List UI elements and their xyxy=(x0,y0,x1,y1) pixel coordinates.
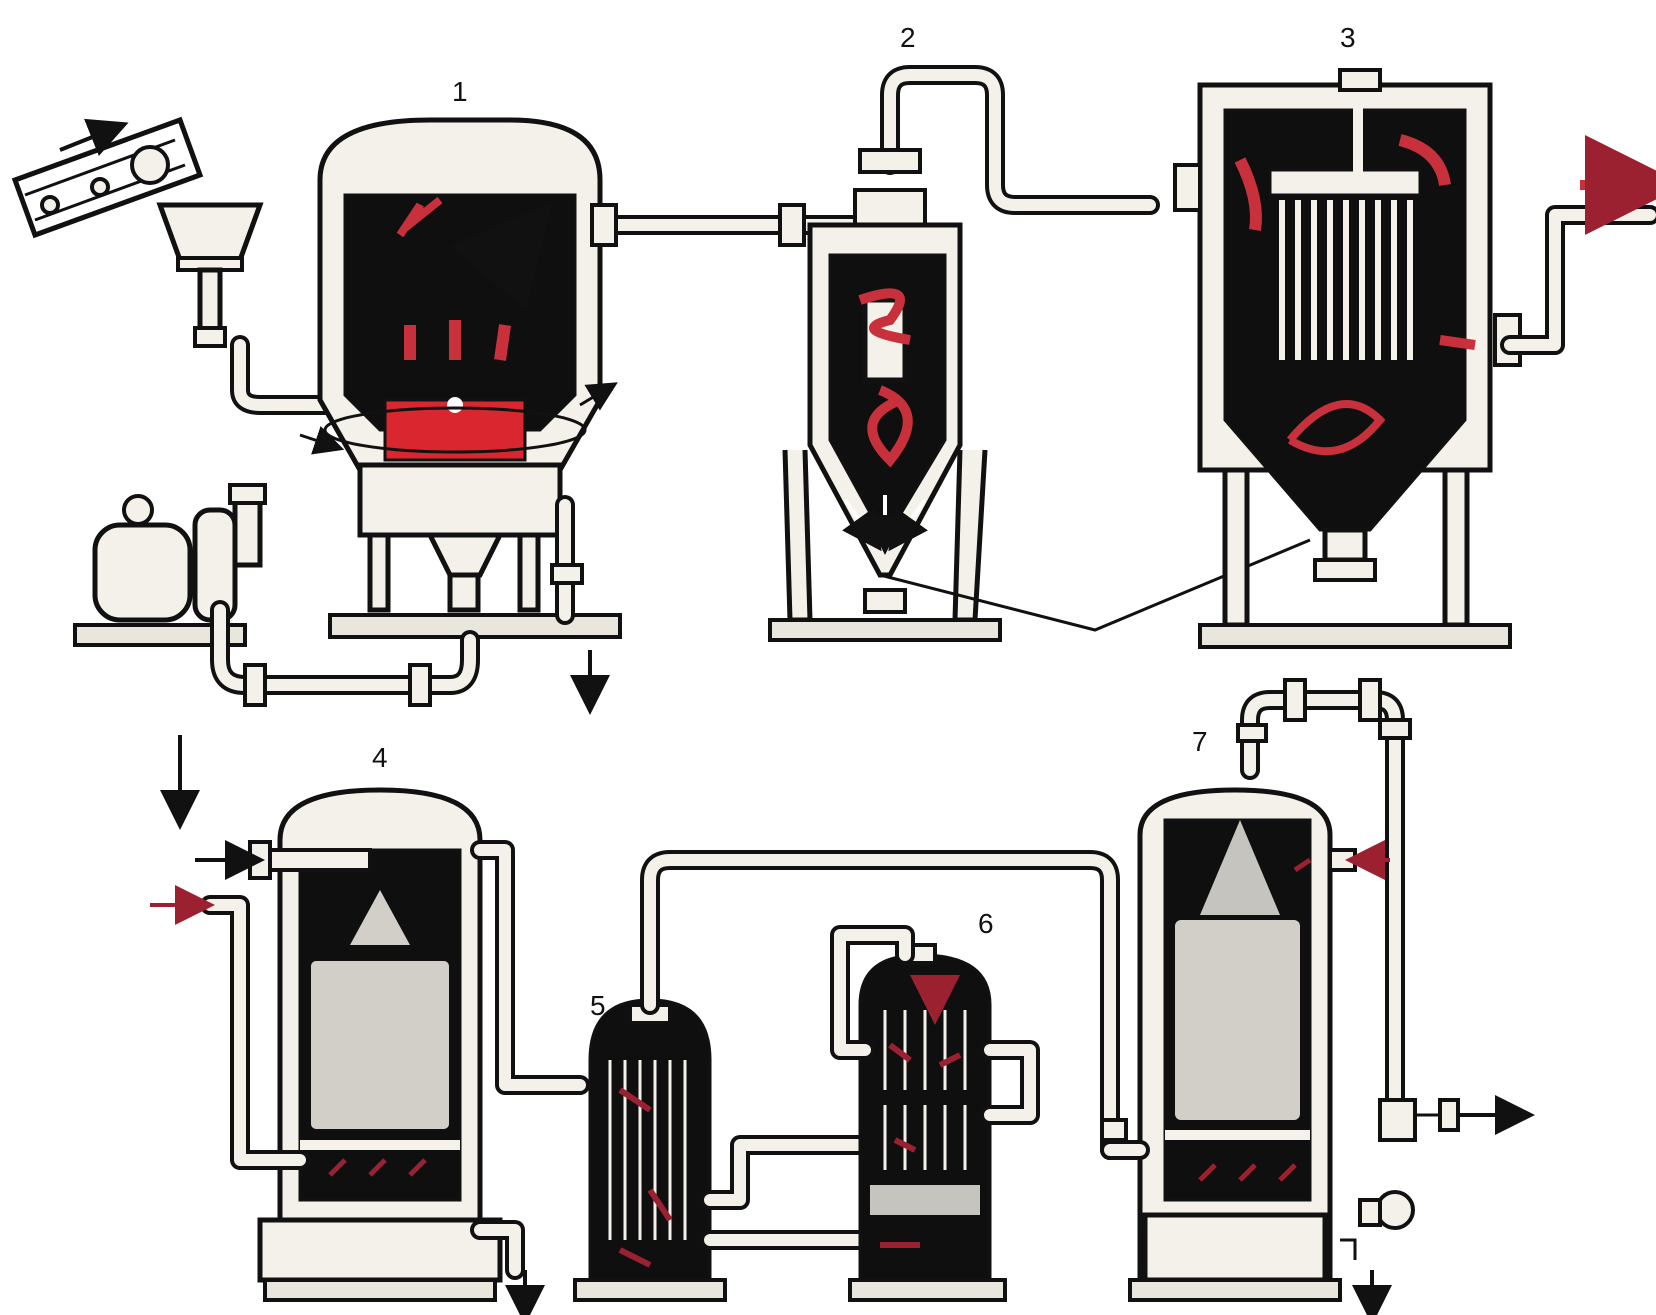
label-unit-1: 1 xyxy=(452,76,468,108)
label-unit-7: 7 xyxy=(1192,726,1208,758)
unit-7-absorption-tower xyxy=(1102,680,1515,1305)
label-unit-4: 4 xyxy=(372,742,388,774)
unit-2-cyclone xyxy=(770,75,1150,640)
unit-3-bag-filter xyxy=(1175,70,1650,647)
label-unit-3: 3 xyxy=(1340,22,1356,54)
unit-4-absorber xyxy=(150,790,580,1305)
label-unit-5: 5 xyxy=(590,990,606,1022)
label-unit-2: 2 xyxy=(900,22,916,54)
unit-6-converter xyxy=(840,935,1030,1300)
label-unit-6: 6 xyxy=(978,908,994,940)
